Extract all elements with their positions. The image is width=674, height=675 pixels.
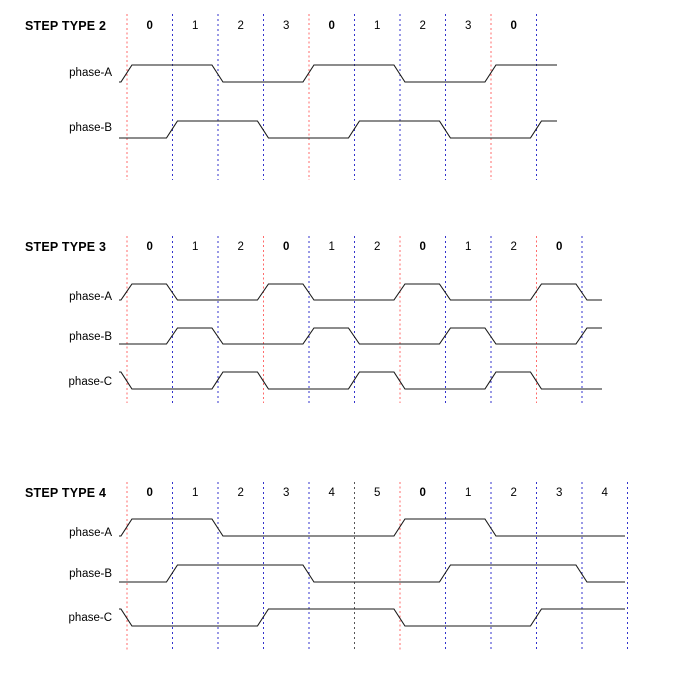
step-label-step-type-2-1: 1 <box>192 20 199 32</box>
waveform-step-type-2-phase-A <box>119 64 557 83</box>
phase-label-step-type-3-phase-C: phase-C <box>68 376 112 388</box>
waveform-step-type-3-phase-B <box>119 327 602 345</box>
step-label-step-type-3-2: 2 <box>237 241 244 253</box>
step-label-step-type-2-5: 1 <box>374 20 381 32</box>
phase-label-step-type-3-phase-A: phase-A <box>69 291 112 303</box>
phase-label-step-type-4-phase-A: phase-A <box>69 527 112 539</box>
step-label-step-type-4-4: 4 <box>328 487 335 499</box>
section-title-step-type-2: STEP TYPE 2 <box>25 19 107 33</box>
waveform-step-type-4-phase-B <box>119 564 625 583</box>
step-label-step-type-4-1: 1 <box>192 487 199 499</box>
step-label-step-type-3-5: 2 <box>374 241 381 253</box>
waveform-step-type-3-phase-C <box>119 371 602 390</box>
step-label-step-type-3-3: 0 <box>283 241 290 253</box>
step-label-step-type-2-4: 0 <box>328 20 335 32</box>
phase-label-step-type-4-phase-B: phase-B <box>69 568 112 580</box>
step-label-step-type-3-1: 1 <box>192 241 199 253</box>
step-label-step-type-4-6: 0 <box>419 487 426 499</box>
phase-label-step-type-2-phase-B: phase-B <box>69 122 112 134</box>
waveform-step-type-2-phase-B <box>119 120 557 139</box>
phase-label-step-type-4-phase-C: phase-C <box>68 612 112 624</box>
step-label-step-type-3-7: 1 <box>465 241 472 253</box>
step-label-step-type-3-6: 0 <box>419 241 426 253</box>
section-title-step-type-4: STEP TYPE 4 <box>25 486 107 500</box>
step-label-step-type-4-3: 3 <box>283 487 290 499</box>
step-label-step-type-2-6: 2 <box>419 20 426 32</box>
step-label-step-type-4-9: 3 <box>556 487 563 499</box>
step-label-step-type-2-8: 0 <box>510 20 517 32</box>
step-label-step-type-4-10: 4 <box>601 487 608 499</box>
step-label-step-type-2-2: 2 <box>237 20 244 32</box>
step-label-step-type-3-4: 1 <box>328 241 335 253</box>
step-label-step-type-3-9: 0 <box>556 241 563 253</box>
waveform-step-type-4-phase-C <box>119 608 625 627</box>
waveform-step-type-3-phase-A <box>119 283 602 301</box>
step-label-step-type-4-8: 2 <box>510 487 517 499</box>
waveform-step-type-4-phase-A <box>119 518 625 537</box>
phase-label-step-type-2-phase-A: phase-A <box>69 67 112 79</box>
step-label-step-type-4-0: 0 <box>146 487 153 499</box>
step-label-step-type-3-8: 2 <box>510 241 517 253</box>
step-label-step-type-4-7: 1 <box>465 487 472 499</box>
step-label-step-type-4-5: 5 <box>374 487 381 499</box>
section-title-step-type-3: STEP TYPE 3 <box>25 240 107 254</box>
step-label-step-type-2-0: 0 <box>146 20 153 32</box>
phase-label-step-type-3-phase-B: phase-B <box>69 331 112 343</box>
step-label-step-type-2-7: 3 <box>465 20 472 32</box>
step-label-step-type-3-0: 0 <box>146 241 153 253</box>
step-label-step-type-4-2: 2 <box>237 487 244 499</box>
step-label-step-type-2-3: 3 <box>283 20 290 32</box>
